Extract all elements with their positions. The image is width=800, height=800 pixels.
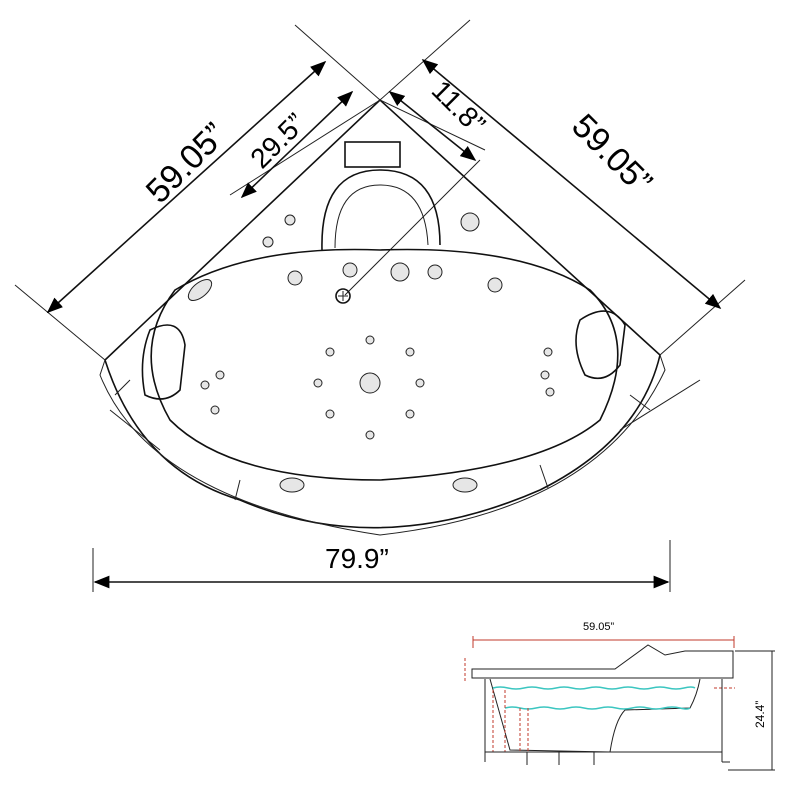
- headrest: [321, 169, 441, 251]
- drain: [335, 288, 351, 304]
- side-view: 59.05” 24.4”: [464, 621, 775, 771]
- top-view: 59.05” 59.05” 29.5” 11.8” 79.9”: [14, 19, 746, 592]
- right-side-dimension: 59.05”: [564, 107, 659, 202]
- left-side-dimension: 59.05”: [139, 116, 234, 211]
- side-length-dimension: 59.05”: [583, 621, 615, 633]
- side-height-dimension: 24.4”: [753, 701, 767, 728]
- jets: [187, 212, 555, 493]
- tub-outline: [104, 98, 661, 529]
- pillow-left: [141, 324, 186, 400]
- control-panel: [344, 141, 401, 168]
- width-dimension: 79.9”: [325, 543, 389, 574]
- pillow-right: [575, 310, 626, 380]
- basin-outline: [150, 248, 619, 481]
- inner-right-dimension: 11.8”: [426, 74, 492, 140]
